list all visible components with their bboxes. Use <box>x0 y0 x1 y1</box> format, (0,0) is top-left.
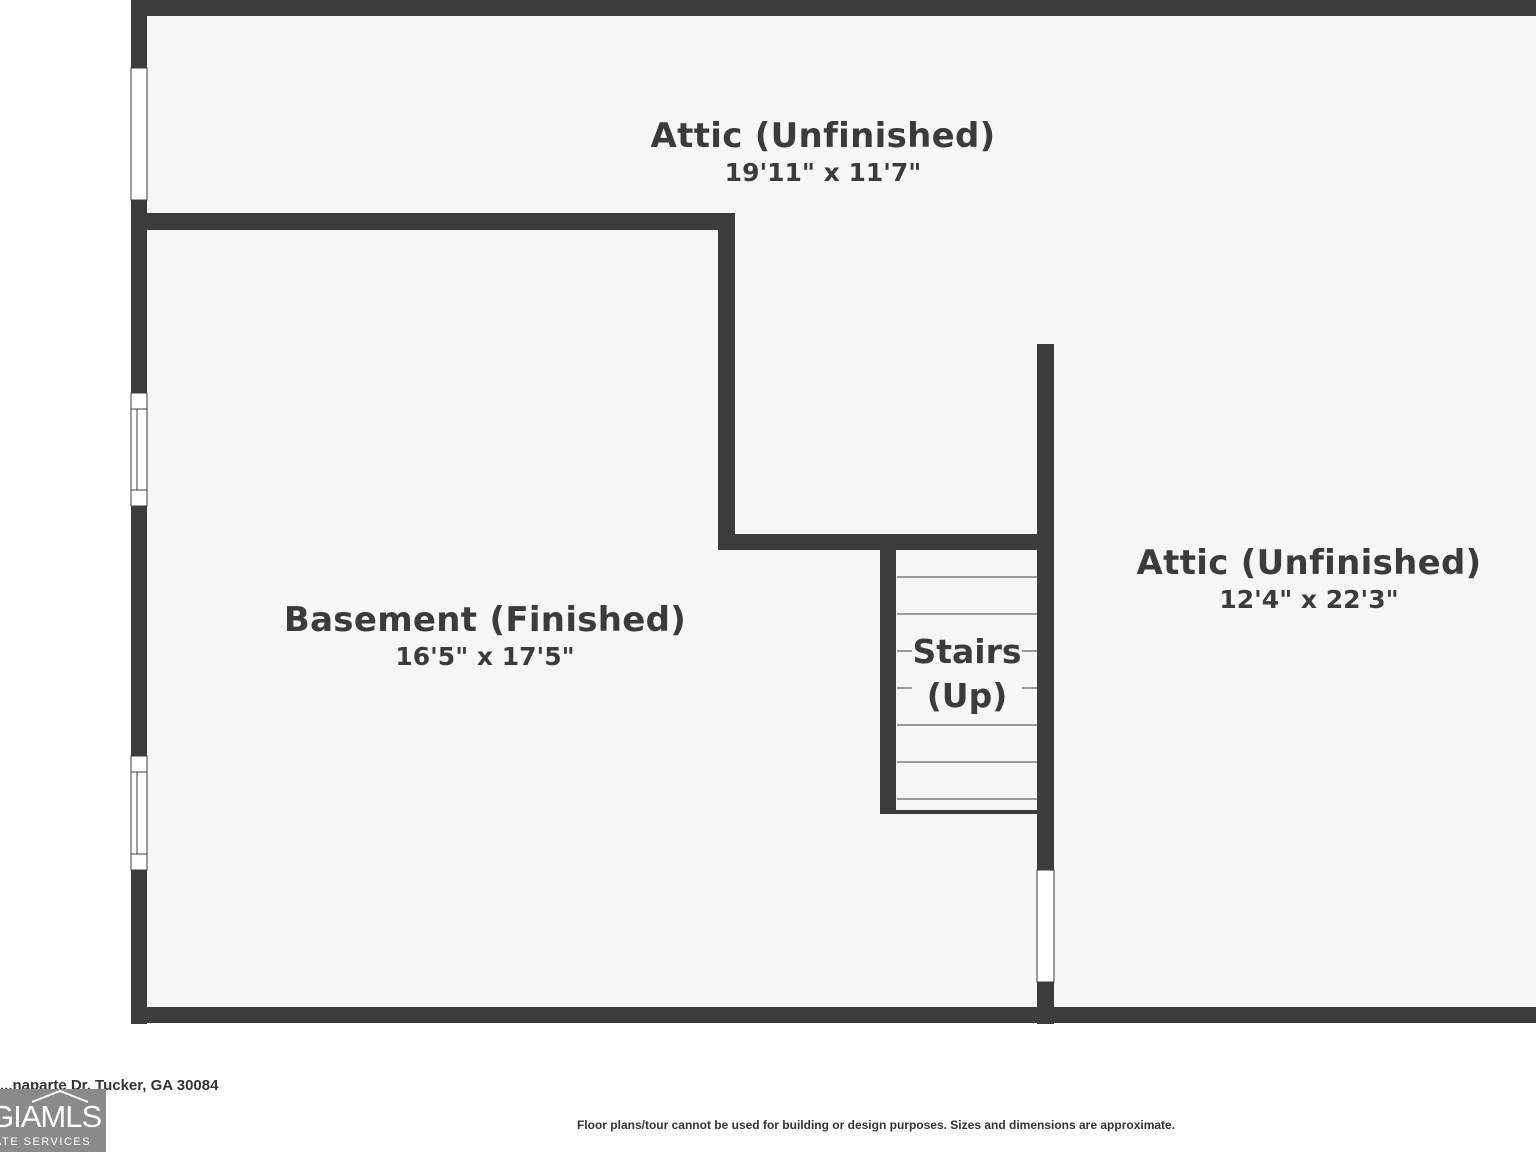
room-basement: Basement (Finished) 16'5" x 17'5" <box>284 600 686 674</box>
wall-basement-top <box>131 213 734 230</box>
opening-divider <box>1036 869 1055 983</box>
disclaimer: Floor plans/tour cannot be used for buil… <box>576 1118 1176 1132</box>
window-left-bottom <box>130 755 148 871</box>
room-name: Attic (Unfinished) <box>650 116 996 156</box>
wall-stairs-left <box>880 534 896 812</box>
room-dimensions: 16'5" x 17'5" <box>395 642 575 671</box>
room-name: Attic (Unfinished) <box>1136 543 1482 583</box>
room-dimensions: 19'11" x 11'7" <box>724 158 922 187</box>
window-left-middle <box>130 392 148 507</box>
stairs-direction: (Up) <box>912 674 1022 718</box>
room-stairs: Stairs (Up) <box>912 630 1022 718</box>
window-left-top <box>130 67 148 201</box>
floor-area <box>139 8 1536 1015</box>
wall-divider-right <box>1037 344 1054 1024</box>
outer-wall-top <box>131 0 1536 16</box>
outer-wall-bottom <box>131 1007 1536 1023</box>
room-attic-right: Attic (Unfinished) 12'4" x 22'3" <box>1137 543 1482 617</box>
logo-text: GIAMLS <box>0 1099 102 1134</box>
wall-stairs-bottom <box>880 810 1040 814</box>
room-dimensions: 12'4" x 22'3" <box>1219 585 1399 614</box>
logo-subtext: ATE SERVICES <box>0 1136 92 1148</box>
wall-notch-vertical <box>718 213 735 550</box>
room-attic-top: Attic (Unfinished) 19'11" x 11'7" <box>651 116 996 190</box>
mls-logo: GIAMLS ATE SERVICES <box>0 1089 106 1152</box>
house-roof-icon <box>31 1089 89 1103</box>
stairs-name: Stairs <box>912 630 1022 674</box>
room-name: Basement (Finished) <box>283 600 687 640</box>
